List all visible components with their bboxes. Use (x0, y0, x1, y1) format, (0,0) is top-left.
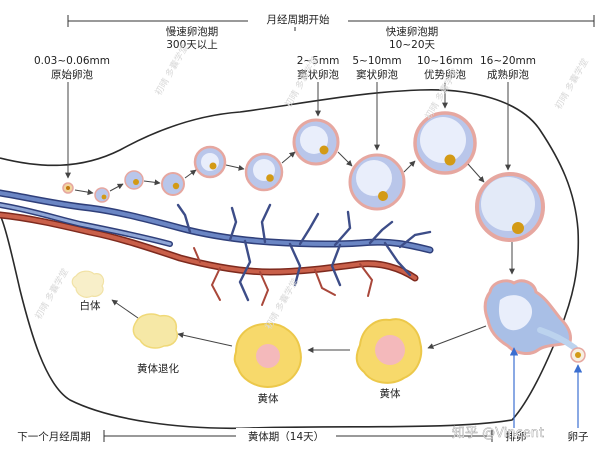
antral-small-name: 窦状卵泡 (297, 68, 339, 81)
fast-phase-duration: 10~20天 (389, 39, 436, 51)
follicle-primordial (62, 182, 74, 194)
corpus-luteum-label-1: 黄体 (380, 387, 401, 400)
dominant-name: 优势卵泡 (424, 68, 466, 81)
top-timeline: 月经周期开始 慢速卵泡期 300天以上 快速卵泡期 10~20天 (67, 11, 595, 51)
mature-name: 成熟卵泡 (487, 68, 529, 81)
slow-phase-label: 慢速卵泡期 (166, 25, 219, 38)
corpus-luteum-1 (355, 318, 423, 384)
antral-small-size: 2~5mm (297, 55, 340, 67)
cycle-start-label: 月经周期开始 (267, 13, 330, 26)
luteal-regression: 黄体 黄体 黄体退化 白体 (71, 270, 487, 405)
blood-vessels (0, 189, 434, 306)
mature-size: 16~20mm (480, 55, 536, 67)
egg-label: 卵子 (568, 431, 589, 443)
follicle-antral-large (348, 153, 406, 211)
follicle-stage-3 (124, 170, 144, 190)
follicle-stage-5 (193, 145, 227, 179)
follicle-labels: 0.03~0.06mm 原始卵泡 2~5mm 窦状卵泡 5~10mm 窦状卵泡 … (34, 55, 536, 179)
ovulation-label: 排卵 (506, 430, 527, 443)
watermark: 初晴 多囊学堂 (552, 56, 591, 111)
corpus-luteum-2 (233, 322, 302, 388)
fast-phase-label: 快速卵泡期 (386, 25, 439, 38)
slow-phase-duration: 300天以上 (166, 39, 218, 51)
follicle-stage-4 (161, 172, 185, 196)
regressing-label: 黄体退化 (137, 362, 179, 375)
antral-large-name: 窦状卵泡 (356, 68, 398, 81)
corpus-albicans-label: 白体 (80, 299, 101, 312)
primordial-size: 0.03~0.06mm (34, 55, 110, 67)
dominant-size: 10~16mm (417, 55, 473, 67)
vein-inner (0, 191, 432, 252)
follicle-antral-small (292, 118, 340, 166)
luteal-phase-label: 黄体期（14天） (248, 430, 324, 443)
egg-cell (570, 347, 586, 363)
corpus-albicans (71, 270, 105, 298)
next-cycle-label: 下一个月经周期 (17, 430, 91, 443)
primordial-name: 原始卵泡 (51, 68, 93, 81)
follicle-stage-2 (94, 187, 110, 203)
regressing-body (132, 313, 178, 349)
corpus-luteum-label-2: 黄体 (258, 392, 279, 405)
follicle-dominant (413, 111, 477, 175)
credit-watermark: 知乎 @Vincent (452, 425, 544, 441)
ovulation: 排卵 卵子 (483, 279, 589, 443)
follicle-sequence (62, 111, 545, 275)
bottom-timeline: 下一个月经周期 黄体期（14天） (17, 428, 493, 444)
antral-large-size: 5~10mm (352, 55, 401, 67)
follicle-stage-6 (244, 152, 284, 192)
follicle-mature (475, 172, 545, 242)
